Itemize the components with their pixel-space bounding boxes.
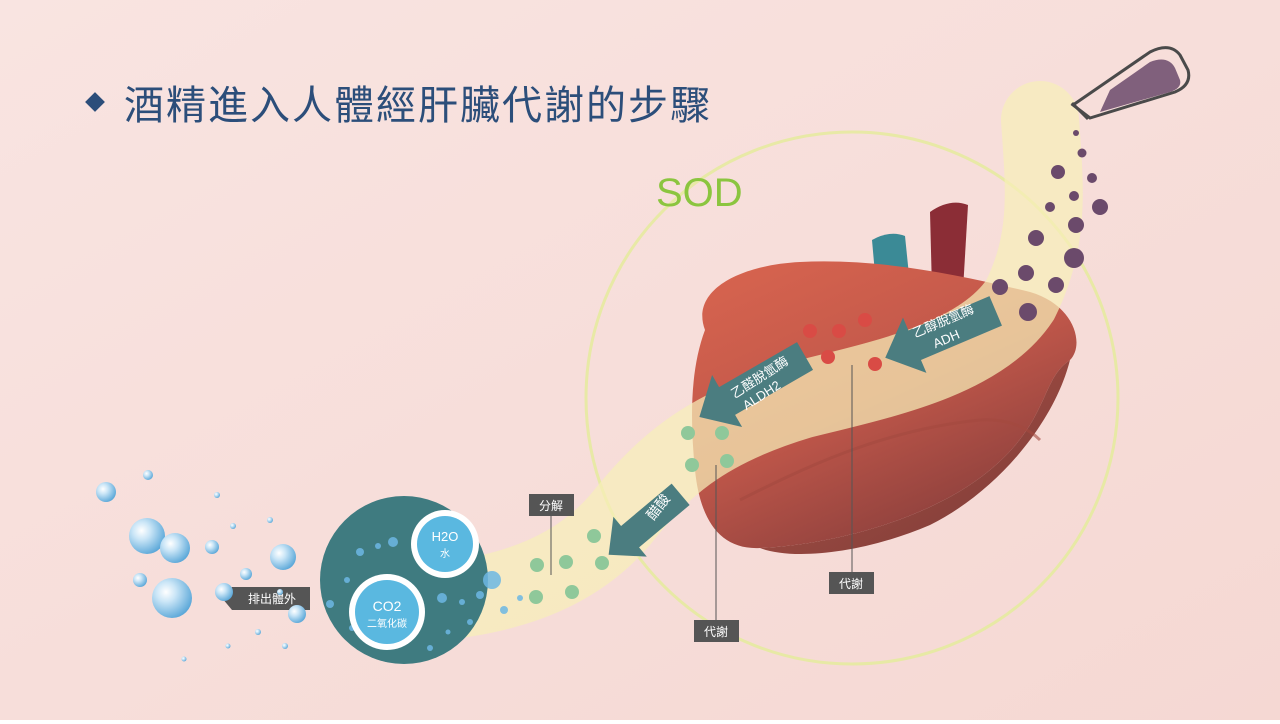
h2o-bubble	[417, 516, 473, 572]
co2-bubble	[355, 580, 419, 644]
metabolize-tag-1	[829, 572, 874, 594]
sod-label: SOD	[656, 171, 743, 215]
aldh2-arrow	[699, 342, 814, 427]
acetic-arrow	[608, 483, 690, 557]
alcohol-dots	[992, 130, 1108, 321]
acetic-dots	[529, 426, 734, 604]
acetaldehyde-dots	[803, 313, 882, 371]
co2-formula: CO2	[373, 598, 402, 614]
adh-arrow	[885, 296, 1002, 373]
small-bubbles	[326, 537, 523, 651]
co2-name: 二氧化碳	[367, 617, 407, 630]
excrete-tag	[222, 587, 310, 610]
sod-circle	[584, 130, 1120, 666]
excrete-tag-text: 排出體外	[248, 592, 296, 606]
metabolize-tag-1-text: 代謝	[839, 576, 863, 591]
slide-title: 酒精進入人體經肝臟代謝的步驟	[85, 74, 712, 130]
metabolize-tag-2	[694, 620, 739, 642]
artery-icon	[930, 202, 968, 290]
h2o-name: 水	[440, 548, 450, 560]
h2o-formula: H2O	[432, 529, 459, 544]
decompose-tag	[529, 494, 574, 516]
bottle-icon	[1070, 46, 1191, 121]
decompose-tag-text: 分解	[539, 499, 563, 513]
diamond-bullet-icon	[85, 92, 105, 112]
metabolize-tag-2-text: 代謝	[704, 624, 728, 639]
bubble-icon	[96, 470, 306, 662]
slide-title-text: 酒精進入人體經肝臟代謝的步驟	[124, 83, 712, 129]
metabolic-flow	[361, 81, 1083, 644]
